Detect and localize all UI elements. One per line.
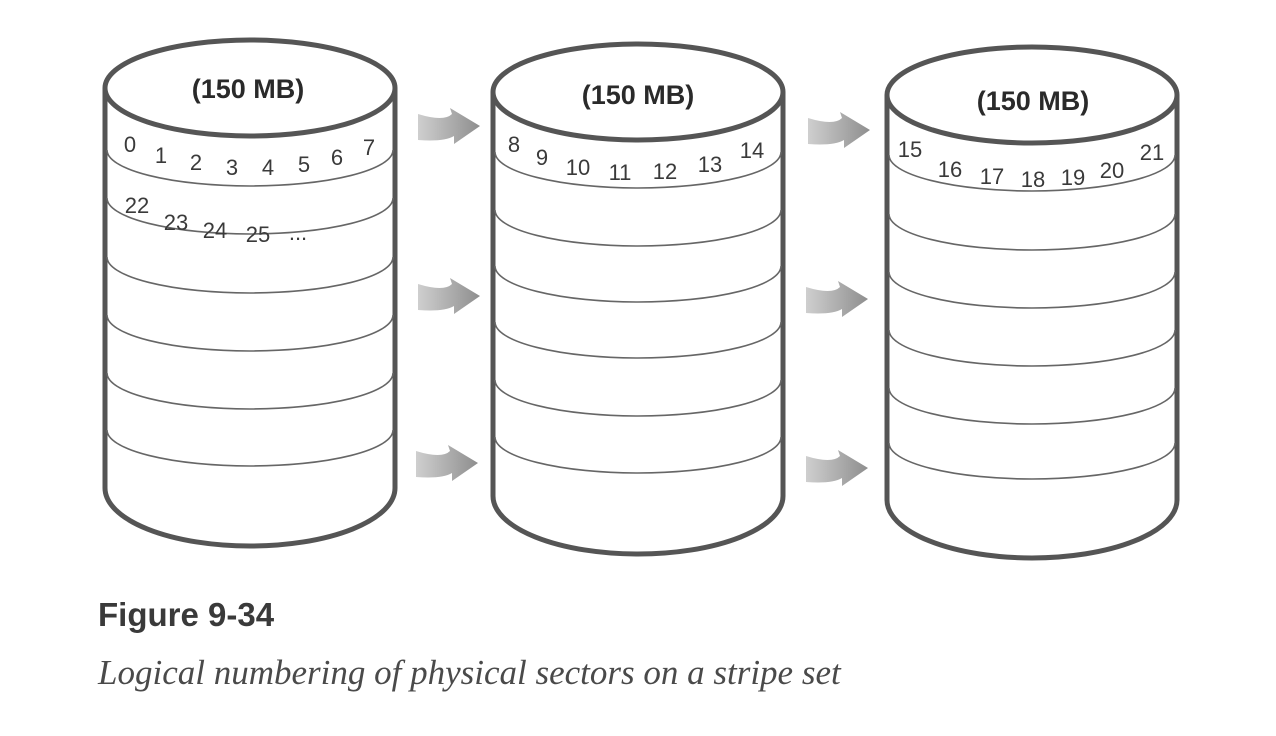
arrow-icon bbox=[418, 278, 480, 314]
disk-3-capacity-label: (150 MB) bbox=[977, 86, 1090, 116]
disk-3-track-line bbox=[888, 387, 1176, 425]
disk-1-track-line bbox=[106, 149, 394, 187]
sector-number: 7 bbox=[363, 135, 375, 160]
disk-2-capacity-label: (150 MB) bbox=[582, 80, 695, 110]
sector-number: 5 bbox=[298, 152, 310, 177]
disk-2-track-line bbox=[494, 209, 782, 247]
flow-arrows bbox=[416, 108, 870, 486]
disk-3: (150 MB) 15 16 17 18 19 20 21 bbox=[884, 44, 1180, 561]
disk-3-body bbox=[884, 95, 1180, 561]
disk-2-track-line bbox=[494, 321, 782, 359]
sector-number: 19 bbox=[1061, 165, 1085, 190]
figure-number: Figure 9-34 bbox=[98, 596, 275, 633]
sector-number: ... bbox=[289, 220, 307, 245]
disk-3-track-line bbox=[888, 329, 1176, 367]
disk-2-body bbox=[490, 92, 786, 557]
disk-3-track-line bbox=[888, 213, 1176, 251]
sector-number: 12 bbox=[653, 159, 677, 184]
disk-3-top-cap bbox=[884, 44, 1180, 146]
disk-1-top-cap bbox=[102, 37, 398, 139]
sector-number: 9 bbox=[536, 145, 548, 170]
disk-1-track-line bbox=[106, 429, 394, 467]
sector-number: 6 bbox=[331, 145, 343, 170]
sector-number: 15 bbox=[898, 137, 922, 162]
disk-1-track-line bbox=[106, 314, 394, 352]
sector-number: 0 bbox=[124, 132, 136, 157]
sector-number: 20 bbox=[1100, 158, 1124, 183]
sector-number: 2 bbox=[190, 150, 202, 175]
sector-number: 14 bbox=[740, 138, 764, 163]
disk-1-track-line bbox=[106, 256, 394, 294]
arrow-icon bbox=[806, 281, 868, 317]
sector-number: 4 bbox=[262, 155, 274, 180]
disk-3-track-line bbox=[888, 154, 1176, 192]
arrow-icon bbox=[418, 108, 480, 144]
disk-2-track-line bbox=[494, 436, 782, 474]
disk-2-track-line bbox=[494, 379, 782, 417]
disk-1: (150 MB) 0 1 2 3 4 5 6 7 22 23 24 25 ... bbox=[102, 37, 398, 549]
disk-1-track-line bbox=[106, 197, 394, 235]
sector-number: 22 bbox=[125, 193, 149, 218]
arrow-icon bbox=[806, 450, 868, 486]
disk-3-track-line bbox=[888, 442, 1176, 480]
arrow-icon bbox=[416, 445, 478, 481]
sector-number: 24 bbox=[203, 218, 227, 243]
figure-caption: Logical numbering of physical sectors on… bbox=[98, 653, 841, 692]
disk-1-track-line bbox=[106, 372, 394, 410]
disk-2-track-line bbox=[494, 151, 782, 189]
sector-number: 11 bbox=[609, 160, 632, 185]
sector-number: 8 bbox=[508, 132, 520, 157]
disk-1-body bbox=[102, 88, 398, 549]
sector-number: 10 bbox=[566, 155, 590, 180]
sector-number: 16 bbox=[938, 157, 962, 182]
sector-number: 25 bbox=[246, 222, 270, 247]
disk-3-track-line bbox=[888, 271, 1176, 309]
sector-number: 13 bbox=[698, 152, 722, 177]
disk-2-track-line bbox=[494, 265, 782, 303]
sector-number: 23 bbox=[164, 210, 188, 235]
disk-1-capacity-label: (150 MB) bbox=[192, 74, 305, 104]
sector-number: 21 bbox=[1140, 140, 1164, 165]
sector-number: 1 bbox=[155, 143, 167, 168]
disk-2: (150 MB) 8 9 10 11 12 13 14 bbox=[490, 41, 786, 557]
sector-number: 17 bbox=[980, 164, 1004, 189]
disk-2-top-cap bbox=[490, 41, 786, 143]
sector-number: 3 bbox=[226, 155, 238, 180]
sector-number: 18 bbox=[1021, 167, 1045, 192]
arrow-icon bbox=[808, 112, 870, 148]
